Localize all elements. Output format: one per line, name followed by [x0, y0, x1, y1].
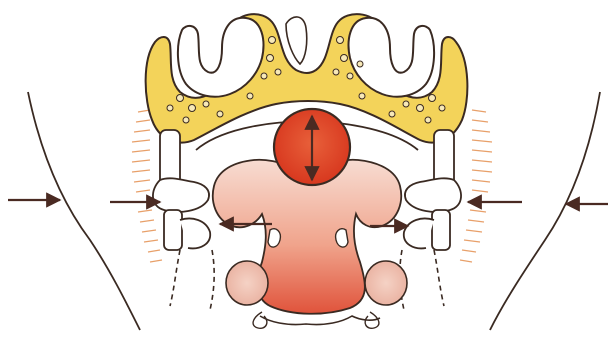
left-skin-contour [28, 92, 140, 330]
lower-loop-left [253, 312, 267, 328]
lower-contour [260, 316, 380, 325]
right-hatch-region [460, 110, 492, 262]
left-lymph-node [226, 261, 268, 305]
right-vertebral-column [404, 130, 461, 250]
left-dashed-line-a [170, 250, 180, 306]
left-dashed-line-b [210, 250, 214, 310]
right-tissue-notch [336, 229, 348, 247]
right-lymph-node [365, 261, 407, 305]
right-skin-contour [490, 92, 600, 330]
central-septum-cavity [286, 17, 307, 64]
left-tissue-notch [268, 229, 280, 247]
left-vertebral-column [153, 130, 210, 250]
right-dashed-line-b [434, 250, 444, 306]
